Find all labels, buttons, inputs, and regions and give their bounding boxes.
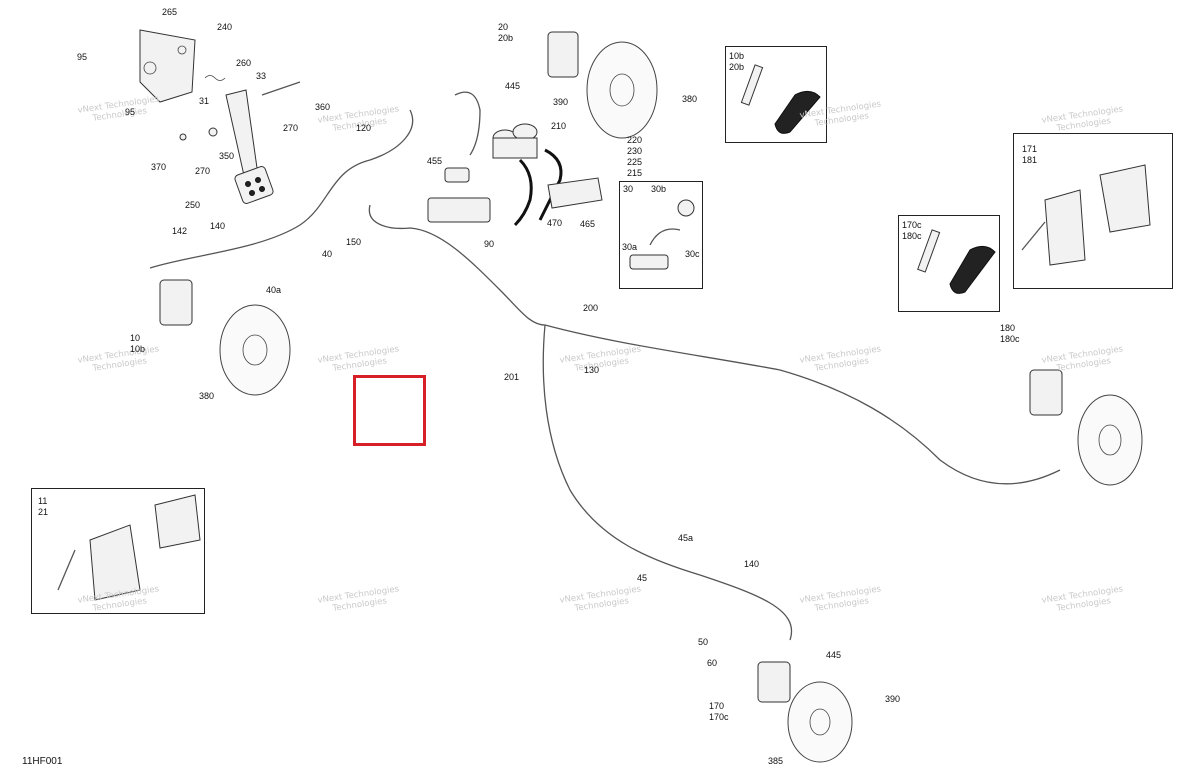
callout-140-upper[interactable]: 140 (210, 221, 226, 231)
callout-455[interactable]: 455 (427, 156, 443, 166)
callout-130[interactable]: 130 (584, 365, 600, 375)
callout-370[interactable]: 370 (151, 162, 167, 172)
callout-45[interactable]: 45 (637, 573, 648, 583)
inset-pads-right (1021, 164, 1151, 266)
inset-bleeder-1 (740, 64, 821, 134)
callout-225[interactable]: 225 (627, 157, 643, 167)
callout-465[interactable]: 465 (580, 219, 596, 229)
callout-171[interactable]: 171 (1022, 144, 1038, 154)
callout-140-lower[interactable]: 140 (744, 559, 760, 569)
caliper-bottom (757, 661, 853, 763)
callout-265[interactable]: 265 (162, 7, 178, 17)
callout-170c-inset[interactable]: 170c (902, 220, 922, 230)
caliper-right (1029, 369, 1143, 486)
callout-385[interactable]: 385 (768, 756, 784, 766)
callout-95-top[interactable]: 95 (77, 52, 88, 62)
inset-box-pads-171 (1013, 133, 1173, 289)
pedal-bracket (139, 29, 301, 204)
brake-line-right (544, 324, 1061, 485)
callout-215[interactable]: 215 (627, 168, 643, 178)
callout-250[interactable]: 250 (185, 200, 201, 210)
inset-box-master-30 (619, 181, 703, 289)
callout-360[interactable]: 360 (315, 102, 331, 112)
callout-180c-inset[interactable]: 180c (902, 231, 922, 241)
callout-120[interactable]: 120 (356, 123, 372, 133)
callout-230[interactable]: 230 (627, 146, 643, 156)
callout-30b[interactable]: 30b (651, 184, 667, 194)
callout-20b[interactable]: 20b (498, 33, 514, 43)
inset-bleeder-2 (917, 229, 996, 294)
callout-33[interactable]: 33 (256, 71, 267, 81)
callout-390-bottom[interactable]: 390 (885, 694, 901, 704)
callout-30c[interactable]: 30c (685, 249, 700, 259)
callout-40[interactable]: 40 (322, 249, 333, 259)
callout-470[interactable]: 470 (547, 218, 563, 228)
inset-box-bleeder-170c (898, 215, 1000, 312)
callout-30a[interactable]: 30a (622, 242, 638, 252)
callout-180c[interactable]: 180c (1000, 334, 1020, 344)
inset-master-cylinder (629, 199, 695, 270)
callout-445-bottom[interactable]: 445 (826, 650, 842, 660)
callout-445-top[interactable]: 445 (505, 81, 521, 91)
callout-10b-inset[interactable]: 10b (729, 51, 745, 61)
callout-201[interactable]: 201 (504, 372, 520, 382)
callout-270-upper[interactable]: 270 (283, 123, 299, 133)
callout-390-top[interactable]: 390 (553, 97, 569, 107)
callout-45a[interactable]: 45a (678, 533, 694, 543)
caliper-top-right (547, 31, 658, 139)
diagram-code: 11HF001 (22, 756, 63, 767)
callout-350[interactable]: 350 (219, 151, 235, 161)
callout-20[interactable]: 20 (498, 22, 509, 32)
callout-40a[interactable]: 40a (266, 285, 282, 295)
callout-260[interactable]: 260 (236, 58, 252, 68)
callout-240[interactable]: 240 (217, 22, 233, 32)
callout-20b-inset[interactable]: 20b (729, 62, 745, 72)
callout-10[interactable]: 10 (130, 333, 141, 343)
selection-highlight-box[interactable] (353, 375, 426, 446)
callout-380-top[interactable]: 380 (682, 94, 698, 104)
callout-200[interactable]: 200 (583, 303, 599, 313)
caliper-left (159, 279, 291, 396)
callout-60[interactable]: 60 (707, 658, 718, 668)
callout-170[interactable]: 170 (709, 701, 725, 711)
callout-150[interactable]: 150 (346, 237, 362, 247)
callout-95-bottom[interactable]: 95 (125, 107, 136, 117)
callout-142[interactable]: 142 (172, 226, 188, 236)
callout-21[interactable]: 21 (38, 507, 49, 517)
callout-11[interactable]: 11 (38, 496, 48, 506)
callout-10b[interactable]: 10b (130, 344, 146, 354)
inset-box-bleeder-10b (725, 46, 827, 143)
inset-box-pads-11 (31, 488, 205, 614)
master-cylinder (427, 91, 603, 227)
callout-220[interactable]: 220 (627, 135, 643, 145)
callout-380-left[interactable]: 380 (199, 391, 215, 401)
callout-170c[interactable]: 170c (709, 712, 729, 722)
brake-line-40 (149, 109, 414, 269)
callout-180[interactable]: 180 (1000, 323, 1016, 333)
callout-50[interactable]: 50 (698, 637, 709, 647)
brake-line-150 (368, 204, 546, 326)
brake-line-45 (542, 324, 793, 641)
callout-210[interactable]: 210 (551, 121, 567, 131)
callout-270-lower[interactable]: 270 (195, 166, 211, 176)
callout-30[interactable]: 30 (623, 184, 634, 194)
callout-181[interactable]: 181 (1022, 155, 1038, 165)
callout-31[interactable]: 31 (199, 96, 210, 106)
callout-90[interactable]: 90 (484, 239, 495, 249)
inset-pads-left (57, 494, 201, 601)
